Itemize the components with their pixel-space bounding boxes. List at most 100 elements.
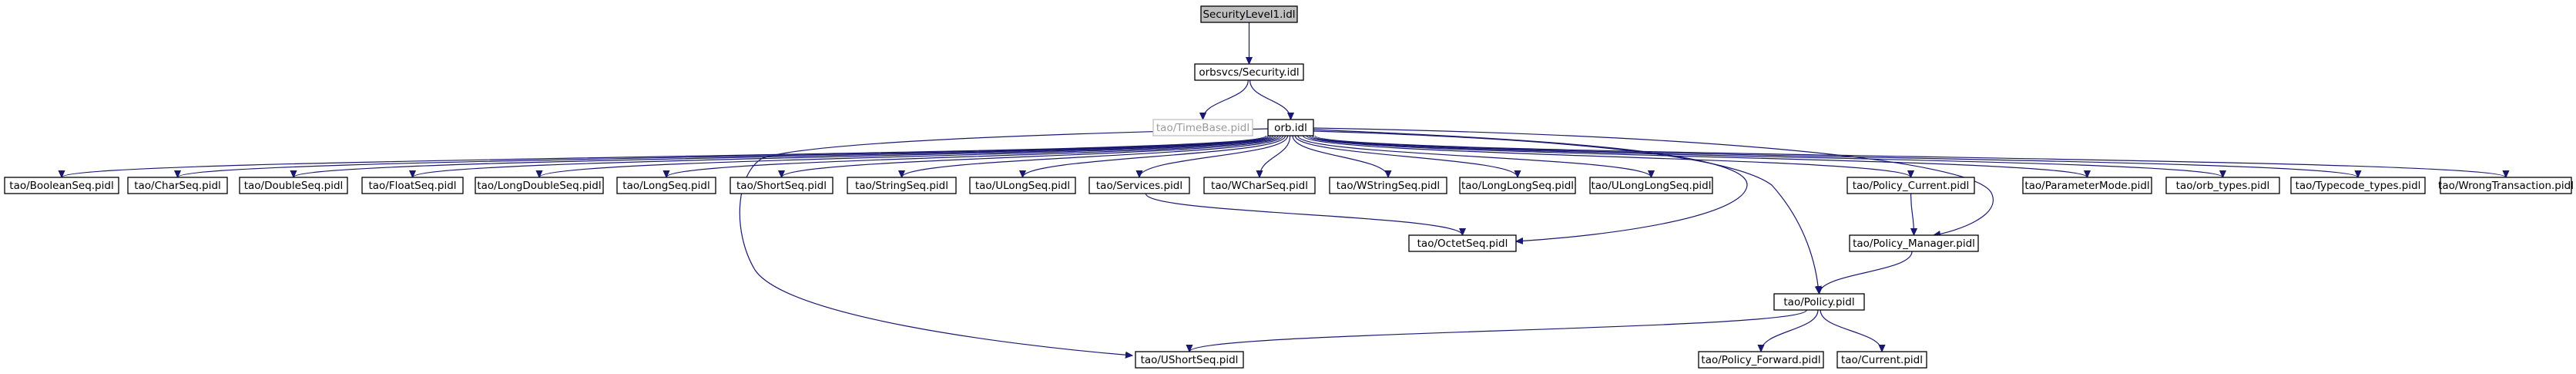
node-box <box>1773 293 1865 311</box>
node-box <box>2440 177 2572 194</box>
node-orb_types[interactable]: tao/orb_types.pidl <box>2165 177 2280 194</box>
node-longdoubleseq[interactable]: tao/LongDoubleSeq.pidl <box>475 177 604 194</box>
nodes-layer: SecurityLevel1.idl orbsvcs/Security.idl ta… <box>4 5 2574 369</box>
node-label: tao/StringSeq.pidl <box>855 180 948 192</box>
node-security[interactable]: orbsvcs/Security.idl <box>1194 63 1304 81</box>
node-box <box>1088 177 1190 194</box>
node-box <box>361 177 464 194</box>
edge-orb-to-shortseq <box>782 135 1281 177</box>
edge-orb-to-wcharseq <box>1259 135 1291 177</box>
node-wstringseq[interactable]: tao/WStringSeq.pidl <box>1329 177 1447 194</box>
node-box <box>1135 351 1244 369</box>
node-services[interactable]: tao/Services.pidl <box>1088 177 1190 194</box>
edge-orb-to-doubleseq <box>293 135 1272 177</box>
edge-orb-to-policy_current <box>1303 135 1911 177</box>
edge-policy-to-current <box>1820 309 1882 352</box>
node-parametermode[interactable]: tao/ParameterMode.pidl <box>2022 177 2152 194</box>
node-shortseq[interactable]: tao/ShortSeq.pidl <box>730 177 834 194</box>
node-box <box>1267 119 1314 136</box>
node-longseq[interactable]: tao/LongSeq.pidl <box>616 177 716 194</box>
edge-security-to-orb <box>1249 79 1291 120</box>
edge-security-to-timebase <box>1203 79 1249 120</box>
node-longlongseq[interactable]: tao/LongLongSeq.pidl <box>1459 177 1576 194</box>
edge-orb-to-wrongtransaction <box>1314 135 2506 177</box>
node-policy[interactable]: tao/Policy.pidl <box>1773 293 1865 311</box>
node-label: tao/LongDoubleSeq.pidl <box>477 180 601 192</box>
node-box <box>4 177 119 194</box>
node-label: orb.idl <box>1274 122 1307 134</box>
node-label: tao/ULongSeq.pidl <box>975 180 1070 192</box>
edge-policy_current-to-policy_manager <box>1911 193 1914 235</box>
node-stringseq[interactable]: tao/StringSeq.pidl <box>847 177 957 194</box>
node-box <box>1589 177 1713 194</box>
edge-orb-to-orb_types <box>1309 135 2223 177</box>
edge-orb-to-policy <box>1313 130 1819 293</box>
node-box <box>1203 177 1316 194</box>
node-ulongseq[interactable]: tao/ULongSeq.pidl <box>969 177 1076 194</box>
node-label: tao/Policy_Forward.pidl <box>1701 354 1820 366</box>
edges-layer <box>62 22 2506 355</box>
node-label: tao/TimeBase.pidl <box>1156 122 1249 134</box>
node-ulonglongseq[interactable]: tao/ULongLongSeq.pidl <box>1589 177 1713 194</box>
node-box <box>127 177 228 194</box>
node-label: tao/Policy_Current.pidl <box>1853 180 1970 192</box>
node-wcharseq[interactable]: tao/WCharSeq.pidl <box>1203 177 1316 194</box>
edge-orb-to-charseq <box>178 135 1270 177</box>
node-box <box>1194 63 1304 81</box>
node-box <box>2165 177 2280 194</box>
node-label: tao/WStringSeq.pidl <box>1337 180 1440 192</box>
node-orb[interactable]: orb.idl <box>1267 119 1314 136</box>
node-box <box>1408 234 1517 252</box>
edge-orb-to-longlongseq <box>1294 135 1518 177</box>
node-label: tao/Services.pidl <box>1096 180 1182 192</box>
node-box <box>969 177 1076 194</box>
edge-orb-to-ulonglongseq <box>1297 135 1652 177</box>
edge-orb-to-ushortseq <box>739 128 1269 355</box>
node-label: tao/UShortSeq.pidl <box>1141 354 1239 366</box>
node-policy_current[interactable]: tao/Policy_Current.pidl <box>1846 177 1975 194</box>
node-typecode_types[interactable]: tao/Typecode_types.pidl <box>2290 177 2426 194</box>
node-label: tao/WCharSeq.pidl <box>1211 180 1308 192</box>
node-box <box>1329 177 1447 194</box>
node-label: SecurityLevel1.idl <box>1202 8 1295 21</box>
node-box <box>2290 177 2426 194</box>
node-charseq[interactable]: tao/CharSeq.pidl <box>127 177 228 194</box>
node-label: tao/OctetSeq.pidl <box>1417 238 1508 250</box>
node-box <box>1846 177 1975 194</box>
edge-policy_manager-to-policy <box>1820 251 1913 294</box>
node-label: tao/LongLongSeq.pidl <box>1461 180 1574 192</box>
node-label: tao/LongSeq.pidl <box>622 180 709 192</box>
node-timebase[interactable]: tao/TimeBase.pidl <box>1152 119 1253 136</box>
node-label: tao/FloatSeq.pidl <box>368 180 456 192</box>
node-box <box>616 177 716 194</box>
node-label: tao/CharSeq.pidl <box>134 180 221 192</box>
node-label: tao/WrongTransaction.pidl <box>2438 180 2574 192</box>
edge-policy-to-ushortseq <box>1189 309 1807 352</box>
edge-services-to-octetseq <box>1145 193 1462 235</box>
edge-orb-to-longdoubleseq <box>539 135 1276 177</box>
edge-orb-to-typecode_types <box>1311 135 2358 177</box>
node-policy_manager[interactable]: tao/Policy_Manager.pidl <box>1849 234 1979 252</box>
node-doubleseq[interactable]: tao/DoubleSeq.pidl <box>239 177 348 194</box>
node-box <box>475 177 604 194</box>
node-label: tao/ParameterMode.pidl <box>2024 180 2149 192</box>
node-booleanseq[interactable]: tao/BooleanSeq.pidl <box>4 177 119 194</box>
node-root[interactable]: SecurityLevel1.idl <box>1200 5 1298 23</box>
node-octetseq[interactable]: tao/OctetSeq.pidl <box>1408 234 1517 252</box>
node-floatseq[interactable]: tao/FloatSeq.pidl <box>361 177 464 194</box>
edge-orb-to-booleanseq <box>62 135 1267 177</box>
edge-orb-to-floatseq <box>413 135 1274 177</box>
node-current[interactable]: tao/Current.pidl <box>1836 351 1927 369</box>
node-label: tao/Current.pidl <box>1841 354 1923 366</box>
node-ushortseq[interactable]: tao/UShortSeq.pidl <box>1135 351 1244 369</box>
node-policy_forward[interactable]: tao/Policy_Forward.pidl <box>1698 351 1824 369</box>
edge-orb-to-services <box>1139 135 1289 177</box>
node-label: tao/DoubleSeq.pidl <box>244 180 344 192</box>
node-wrongtransaction[interactable]: tao/WrongTransaction.pidl <box>2438 177 2574 194</box>
node-box <box>1836 351 1927 369</box>
edge-orb-to-policy_manager <box>1313 127 1994 235</box>
node-label: tao/ULongLongSeq.pidl <box>1592 180 1712 192</box>
node-box <box>1459 177 1576 194</box>
node-box <box>1849 234 1979 252</box>
